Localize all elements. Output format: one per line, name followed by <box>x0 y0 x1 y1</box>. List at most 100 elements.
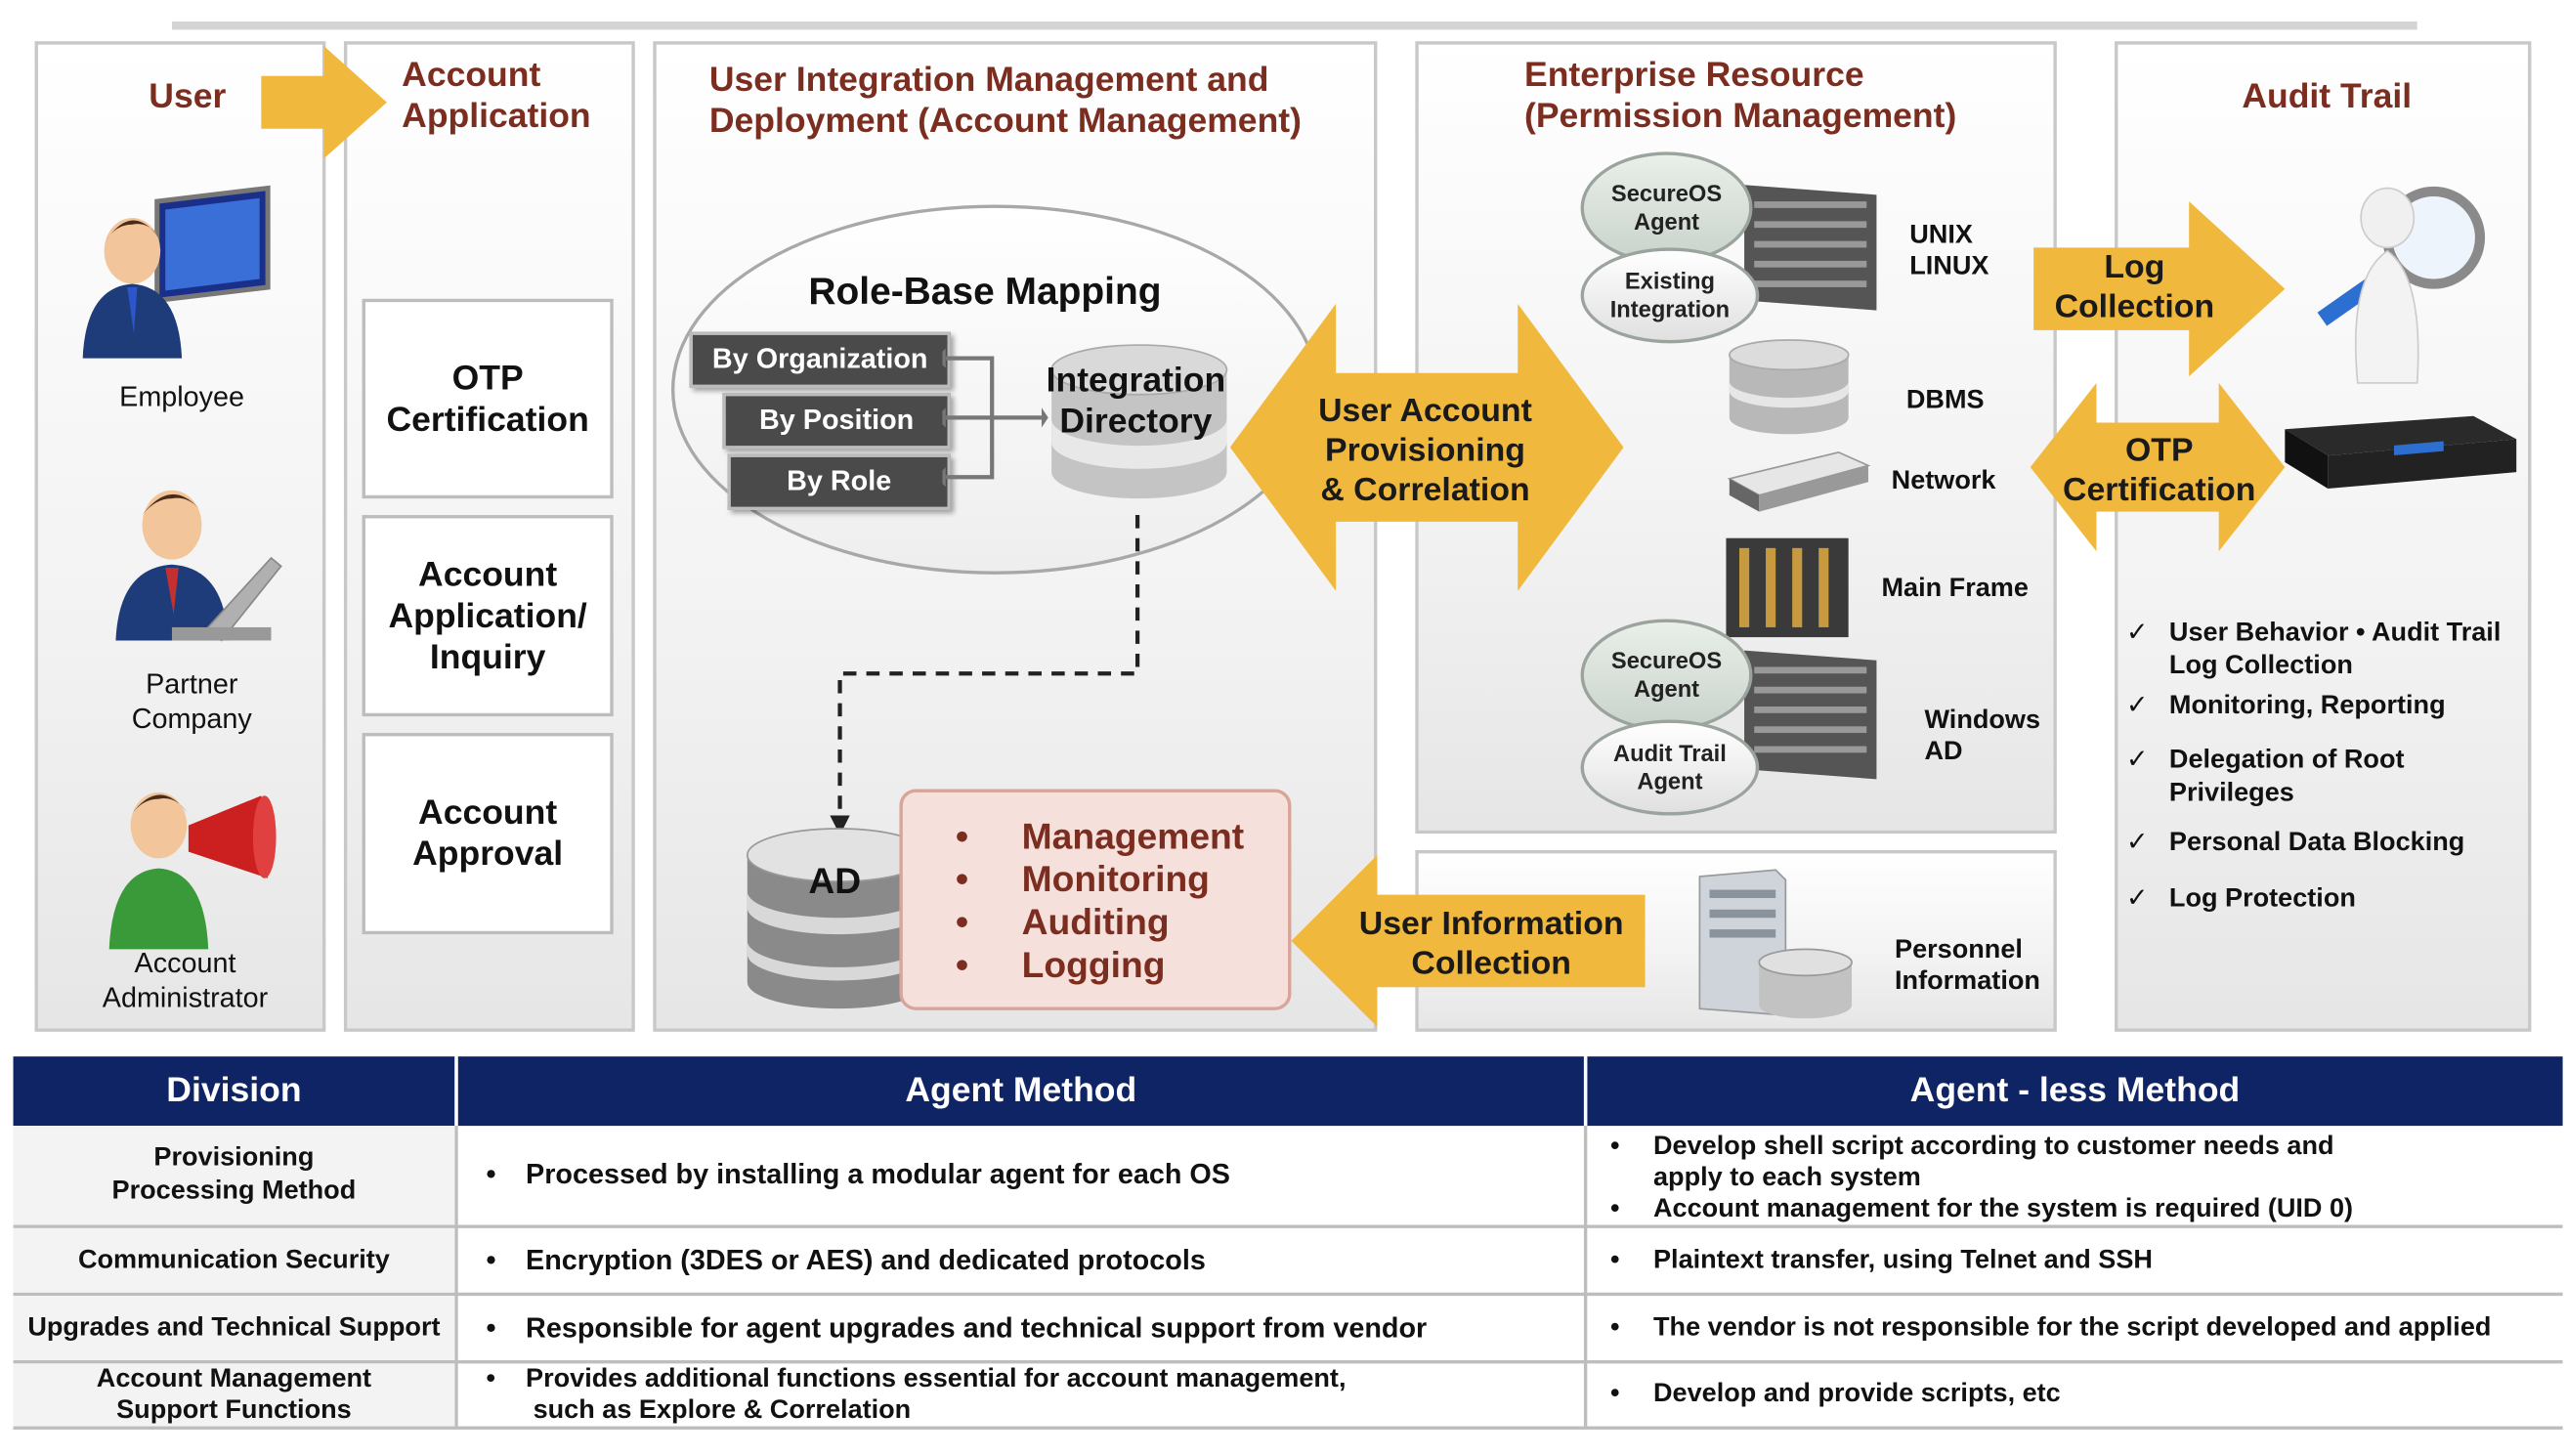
header-agentless-method: Agent - less Method <box>1587 1056 2563 1127</box>
otp-certification-text: OTP Certification <box>386 359 589 439</box>
audit-trail-agent-tag: Audit Trail Agent <box>1580 719 1760 816</box>
audit-item: ✓ Monitoring, Reporting <box>2126 690 2523 745</box>
agentless-text: Plaintext transfer, using Telnet and SSH <box>1653 1245 2153 1274</box>
agentless-item: •Account management for the system is re… <box>1610 1194 2354 1222</box>
audit-item: ✓ User Behavior • Audit Trail Log Collect… <box>2126 618 2523 690</box>
agent-text: Processed by installing a modular agent … <box>526 1158 1230 1190</box>
agent-cell: •Processed by installing a modular agent… <box>486 1158 1230 1190</box>
mapping-connector <box>942 348 1048 488</box>
account-application-text: Account Application/ Inquiry <box>388 555 587 676</box>
unix-linux-label: UNIX LINUX <box>1909 221 1989 281</box>
audit-item-text: Delegation of Root Privileges <box>2168 746 2405 808</box>
agentless-cell: •The vendor is not responsible for the s… <box>1610 1296 2563 1360</box>
account-application-box: Account Application/ Inquiry <box>362 515 614 717</box>
integration-title: User Integration Management and Deployme… <box>708 61 1302 141</box>
division-cell: Communication Security <box>13 1227 455 1293</box>
unix-server-icon <box>1744 185 1877 311</box>
column-divider <box>454 1126 458 1427</box>
top-rule <box>171 21 2417 30</box>
agent-cell: •Provides additional functions essential… <box>486 1365 1347 1425</box>
row-divider <box>13 1292 2563 1297</box>
partner-laptop-icon <box>115 490 282 642</box>
otp-double-arrow <box>2030 382 2286 552</box>
employee-laptop-icon <box>82 185 271 359</box>
division-cell: Provisioning Processing Method <box>13 1126 455 1225</box>
user-title: User <box>149 77 227 116</box>
division-text: Upgrades and Technical Support <box>27 1312 441 1342</box>
network-label: Network <box>1891 467 1996 495</box>
ad-database-icon <box>746 828 930 1009</box>
header-divider <box>454 1056 458 1127</box>
agentless-text: Develop and provide scripts, etc <box>1653 1380 2061 1408</box>
row-divider <box>13 1224 2563 1228</box>
audit-title: Audit Trail <box>2242 77 2413 116</box>
enterprise-title: Enterprise Resource (Permission Manageme… <box>1524 56 1957 136</box>
agentless-cell: •Develop and provide scripts, etc <box>1610 1363 2563 1426</box>
agent-cell: •Responsible for agent upgrades and tech… <box>486 1311 1428 1344</box>
log-collection-text: Log Collection <box>2054 249 2215 325</box>
audit-item: ✓ Delegation of Root Privileges <box>2126 745 2523 827</box>
division-cell: Account Management Support Functions <box>13 1363 455 1427</box>
secureos-agent-bottom: SecureOS Agent <box>1580 619 1753 732</box>
magnifier-figure-icon <box>2317 186 2486 384</box>
check-icon: ✓ <box>2125 746 2149 775</box>
ad-function-item: •Monitoring <box>955 858 1210 900</box>
check-icon: ✓ <box>2125 619 2149 648</box>
agent-cell: •Encryption (3DES or AES) and dedicated … <box>486 1243 1206 1275</box>
comparison-table: Division Agent Method Agent - less Metho… <box>13 1056 2563 1430</box>
audit-appliance-icon <box>2285 415 2517 490</box>
ad-function-management: Management <box>1021 815 1245 857</box>
audit-item-text: Monitoring, Reporting <box>2168 691 2446 720</box>
audit-item-text: Personal Data Blocking <box>2168 829 2465 857</box>
personnel-server-icon <box>1698 869 1853 1019</box>
ad-function-item: •Management <box>955 815 1245 857</box>
by-role-label: By Role <box>727 453 951 510</box>
provisioning-double-arrow <box>1229 303 1624 591</box>
otp-certification-box: OTP Certification <box>362 298 614 499</box>
log-collection-arrow <box>2033 201 2286 377</box>
user-label-employee: Employee <box>119 381 245 413</box>
mainframe-icon <box>1726 537 1849 638</box>
audit-item-text: User Behavior • Audit Trail Log Collecti… <box>2168 619 2502 680</box>
by-position-label: By Position <box>722 393 951 450</box>
personnel-label: Personnel Information <box>1895 935 2040 996</box>
table-bottom <box>13 1426 2563 1430</box>
division-cell: Upgrades and Technical Support <box>13 1296 455 1360</box>
ad-function-auditing: Auditing <box>1021 901 1170 943</box>
account-approval-box: Account Approval <box>362 733 614 935</box>
check-icon: ✓ <box>2125 884 2149 914</box>
role-mapping-title: Role-Base Mapping <box>808 269 1162 313</box>
integration-directory-label: Integration Directory <box>1046 361 1226 442</box>
windows-ad-label: Windows AD <box>1924 707 2041 766</box>
dbms-icon <box>1728 339 1850 435</box>
user-label-partner: Partner Company <box>131 668 252 735</box>
provisioning-arrow-text: User Account Provisioning & Correlation <box>1318 393 1532 509</box>
info-collection-arrow <box>1291 855 1646 1027</box>
check-icon: ✓ <box>2125 829 2149 857</box>
ad-function-item: •Logging <box>955 944 1166 986</box>
audit-checklist: ✓ User Behavior • Audit Trail Log Collect… <box>2126 618 2523 933</box>
megaphone-admin-icon <box>108 792 277 950</box>
network-device-icon <box>1727 450 1871 512</box>
agent-text: Provides additional functions essential … <box>526 1365 1347 1425</box>
row-divider <box>13 1359 2563 1364</box>
otp-arrow-text: OTP Certification <box>2063 432 2256 509</box>
ad-functions-box <box>899 789 1292 1010</box>
division-text: Account Management Support Functions <box>96 1365 372 1425</box>
division-text: Communication Security <box>77 1245 390 1274</box>
user-label-admin: Account Administrator <box>102 947 269 1014</box>
existing-integration-tag: Existing Integration <box>1580 247 1760 344</box>
user-to-application-arrow <box>261 46 387 159</box>
agentless-text: Account management for the system is req… <box>1653 1194 2354 1222</box>
info-collection-arrow-text: User Information Collection <box>1358 906 1624 983</box>
agent-text: Responsible for agent upgrades and techn… <box>526 1311 1428 1344</box>
ad-function-logging: Logging <box>1021 944 1166 986</box>
mainframe-label: Main Frame <box>1881 574 2029 603</box>
ad-label: AD <box>808 860 862 902</box>
account-application-title: Account Application <box>402 56 591 136</box>
windows-server-icon <box>1744 650 1877 780</box>
column-divider <box>1583 1126 1588 1427</box>
agentless-cell: •Develop shell script according to custo… <box>1610 1129 2563 1224</box>
account-approval-text: Account Approval <box>412 793 564 874</box>
check-icon: ✓ <box>2125 691 2149 720</box>
